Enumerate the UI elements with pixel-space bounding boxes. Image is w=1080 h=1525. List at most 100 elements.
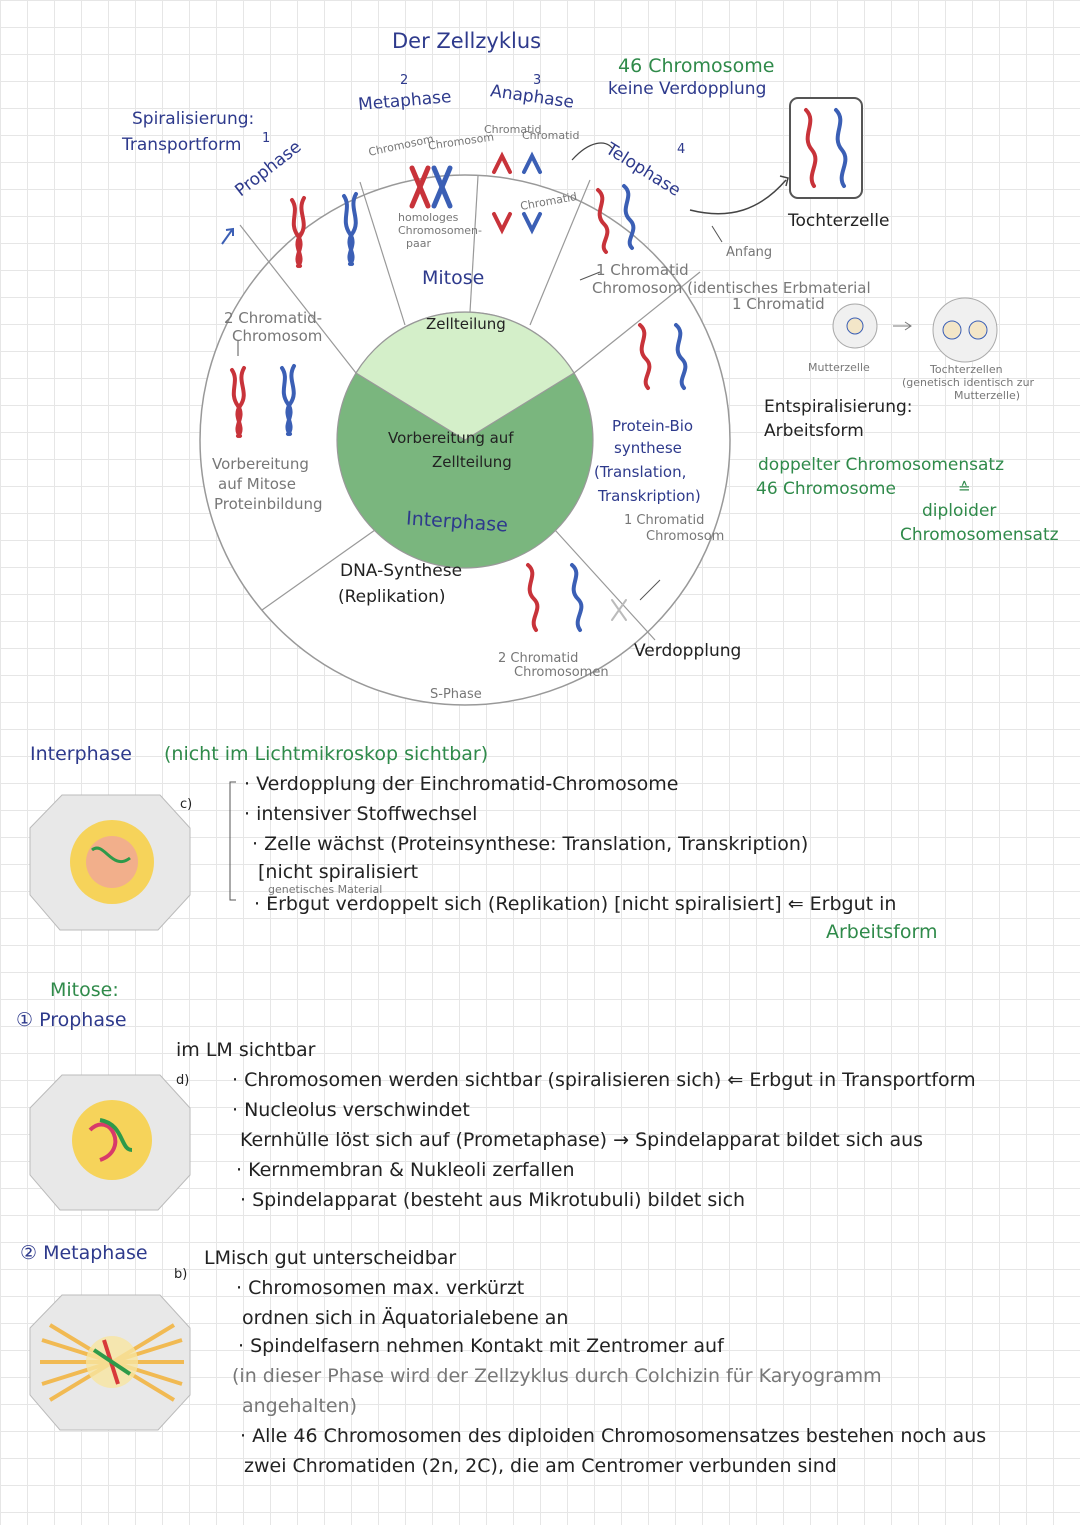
prophase-item-5: · Spindelapparat (besteht aus Mikrotubul… xyxy=(240,1189,746,1211)
divider-s-g2 xyxy=(261,529,376,611)
interphase-heading: Interphase xyxy=(30,743,132,765)
daughter-cell-chromosomes xyxy=(804,108,848,188)
interphase-item-6: · Erbgut verdoppelt sich (Replikation) [… xyxy=(254,893,897,915)
diagram-title: Der Zellzyklus xyxy=(392,29,542,53)
zellteilung-label: Zellteilung xyxy=(426,315,506,333)
vorbereitung-2: auf Mitose xyxy=(218,475,296,493)
spiral-sub: Transportform xyxy=(122,135,242,155)
entspiral-1: Entspiralisierung: xyxy=(764,397,913,417)
metaphase-letter: b) xyxy=(174,1267,188,1282)
protein-5: 1 Chromatid xyxy=(624,513,705,528)
metaphase-heading: ② Metaphase xyxy=(20,1242,148,1264)
divider-prophase-metaphase xyxy=(359,181,406,326)
prophase-item-2: · Nucleolus verschwindet xyxy=(232,1099,470,1121)
interphase-letter: c) xyxy=(180,797,193,812)
metaphase-item-1: · Chromosomen max. verkürzt xyxy=(236,1277,525,1299)
protein-3: (Translation, xyxy=(594,463,687,481)
two-chromatid-4: Chromosomen xyxy=(514,665,609,680)
interphase-item-4: [nicht spiralisiert xyxy=(258,861,419,883)
interphase-subheading: (nicht im Lichtmikroskop sichtbar) xyxy=(164,743,489,765)
interphase-item-5: genetisches Material xyxy=(268,883,383,896)
verdopplung-label: Verdopplung xyxy=(634,641,742,661)
no-dup-line1: 46 Chromosome xyxy=(618,55,775,77)
prophase-item-4: · Kernmembran & Nukleoli zerfallen xyxy=(236,1159,575,1181)
protein-1: Protein-Bio xyxy=(612,417,694,435)
metaphase-item-7: zwei Chromatiden (2n, 2C), die am Centro… xyxy=(244,1455,837,1477)
sphase-chromosomes xyxy=(526,563,627,632)
mutterzelle-label: Mutterzelle xyxy=(808,361,870,374)
tochterzellen-2: (genetisch identisch zur xyxy=(902,376,1035,389)
one-chromatid-3: 1 Chromatid xyxy=(732,295,825,313)
sphase-label: S-Phase xyxy=(430,687,482,702)
metaphase-cell-image xyxy=(29,1294,191,1431)
anfang-label: Anfang xyxy=(726,245,773,260)
entspiral-2: Arbeitsform xyxy=(764,421,864,441)
metaphase-item-3: · Spindelfasern nehmen Kontakt mit Zentr… xyxy=(238,1335,724,1357)
dna-2: (Replikation) xyxy=(338,587,446,607)
metaphase-subheading: LMisch gut unterscheidbar xyxy=(204,1247,457,1269)
divider-prophase-interphase xyxy=(239,224,357,374)
diploid-2: Chromosomensatz xyxy=(900,525,1059,545)
interphase-item-1: · Verdopplung der Einchromatid-Chromosom… xyxy=(244,773,679,795)
arrow-sphase xyxy=(639,579,661,601)
arrow-g1-chromatid xyxy=(579,271,601,281)
diploid-1: diploider xyxy=(922,501,997,521)
num-4: 4 xyxy=(677,142,686,157)
arrow-to-daughter xyxy=(689,179,787,215)
two-chromatid-2: Chromosom xyxy=(232,327,323,345)
vorbereitung-3: Proteinbildung xyxy=(214,495,323,513)
anaphase-chromosomes xyxy=(492,151,542,235)
metaphase-item-5: angehalten) xyxy=(242,1395,357,1417)
arrow-anaphase-telophase xyxy=(571,142,613,161)
prophase-heading: ① Prophase xyxy=(16,1009,127,1031)
doppelt-1: doppelter Chromosomensatz xyxy=(758,455,1005,475)
arrow-prophase xyxy=(221,229,233,245)
prophase-item-3: Kernhülle löst sich auf (Prometaphase) →… xyxy=(240,1129,924,1151)
two-chromatid-3: 2 Chromatid xyxy=(498,651,579,666)
protein-4: Transkription) xyxy=(598,487,701,505)
spiral-label: Spiralisierung: xyxy=(132,109,255,129)
metaphase-chromosomes xyxy=(409,165,453,209)
interphase-cell-image xyxy=(29,794,191,931)
divider-metaphase-anaphase xyxy=(469,175,479,313)
g1-chromosomes xyxy=(638,323,688,390)
num-2: 2 xyxy=(400,73,409,88)
prophase-subheading: im LM sichtbar xyxy=(176,1039,316,1061)
interphase-item-3: · Zelle wächst (Proteinsynthese: Transla… xyxy=(252,833,809,855)
doppelt-2: 46 Chromosome xyxy=(756,479,896,499)
eq-arrow: ≙ xyxy=(958,479,971,497)
interphase-center-1: Vorbereitung auf xyxy=(388,429,514,447)
prophase-item-1: · Chromosomen werden sichtbar (spiralisi… xyxy=(232,1069,976,1091)
protein-6: Chromosom xyxy=(646,529,725,544)
num-3: 3 xyxy=(533,73,542,88)
g2-chromosomes xyxy=(230,364,296,438)
homolog-3: paar xyxy=(406,237,431,250)
num-1: 1 xyxy=(262,131,271,146)
prophase-chromosomes xyxy=(290,192,358,268)
divider-g1-s xyxy=(554,529,656,641)
interphase-center-2: Zellteilung xyxy=(432,453,512,471)
one-chromatid-1: 1 Chromatid xyxy=(596,261,689,279)
daughter-cell-box xyxy=(789,97,863,199)
prophase-cell-image xyxy=(29,1074,191,1211)
interphase-item-7: Arbeitsform xyxy=(826,921,938,943)
daughter-cells-small xyxy=(932,297,998,363)
vorbereitung-1: Vorbereitung xyxy=(212,455,309,473)
homolog-2: Chromosomen- xyxy=(398,224,482,237)
chromatid-a: Chromatid xyxy=(484,123,542,136)
arrow-g1-top xyxy=(711,225,723,243)
one-chromatid-2: Chromosom (identisches Erbmaterial xyxy=(592,279,871,297)
interphase-item-2: · intensiver Stoffwechsel xyxy=(244,803,478,825)
dna-1: DNA-Synthese xyxy=(340,561,463,581)
prophase-letter: d) xyxy=(176,1073,190,1088)
metaphase-item-2: ordnen sich in Äquatorialebene an xyxy=(242,1307,569,1329)
metaphase-item-6: · Alle 46 Chromosomen des diploiden Chro… xyxy=(240,1425,987,1447)
chromatid-b: Chromatid xyxy=(522,129,580,142)
telophase-chromosomes xyxy=(596,184,636,254)
divider-telophase-g1 xyxy=(573,271,701,374)
no-dup-line2: keine Verdopplung xyxy=(608,79,767,99)
homolog-1: homologes xyxy=(398,211,459,224)
tochterzellen-1: Tochterzellen xyxy=(930,363,1003,376)
tochterzellen-3: Mutterzelle) xyxy=(954,389,1021,402)
